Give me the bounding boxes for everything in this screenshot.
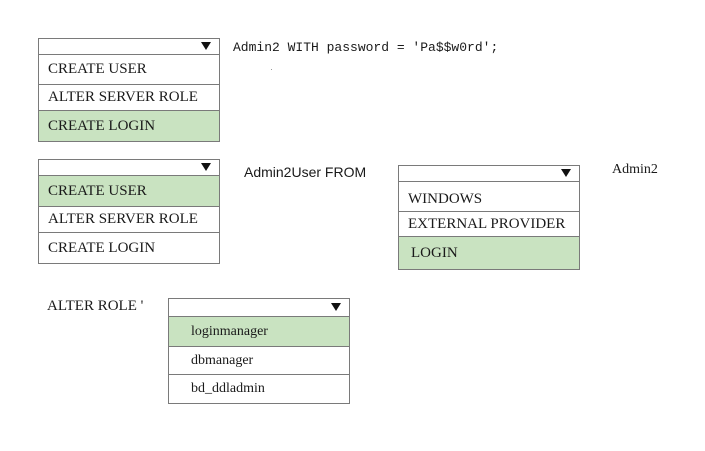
option-bd-ddladmin[interactable]: bd_ddladmin (191, 381, 265, 396)
option-alter-server-role[interactable]: ALTER SERVER ROLE (39, 85, 219, 111)
dropdown-header[interactable] (169, 299, 349, 317)
source-dropdown[interactable]: WINDOWS EXTERNAL PROVIDER LOGIN (398, 165, 580, 270)
code-text-password: Admin2 WITH password = 'Pa$$w0rd'; (233, 40, 499, 55)
role-dropdown[interactable]: loginmanager dbmanager bd_ddladmin (168, 298, 350, 404)
option-external-provider[interactable]: EXTERNAL PROVIDER (399, 212, 579, 237)
option-create-login[interactable]: CREATE LOGIN (48, 239, 156, 256)
chevron-down-icon[interactable] (331, 303, 341, 311)
chevron-down-icon[interactable] (201, 42, 211, 50)
option-loginmanager[interactable]: loginmanager (169, 317, 349, 347)
option-create-login[interactable]: CREATE LOGIN (39, 111, 219, 141)
trailing-text-admin2: Admin2 (612, 162, 658, 177)
dropdown-header[interactable] (39, 160, 219, 176)
option-dbmanager[interactable]: dbmanager (169, 347, 349, 375)
option-windows[interactable]: WINDOWS (399, 182, 579, 212)
option-alter-server-role[interactable]: ALTER SERVER ROLE (39, 207, 219, 233)
statement-dropdown-2[interactable]: CREATE USER ALTER SERVER ROLE CREATE LOG… (38, 159, 220, 264)
option-create-user[interactable]: CREATE USER (39, 176, 219, 207)
chevron-down-icon[interactable] (201, 163, 211, 171)
chevron-down-icon[interactable] (561, 169, 571, 177)
statement-dropdown-1[interactable]: CREATE USER ALTER SERVER ROLE CREATE LOG… (38, 38, 220, 142)
code-text-from: Admin2User FROM (244, 164, 367, 180)
alter-role-prefix: ALTER ROLE ' (47, 298, 144, 314)
option-login[interactable]: LOGIN (399, 237, 579, 269)
dropdown-header[interactable] (399, 166, 579, 182)
stray-dot (271, 69, 272, 70)
dropdown-header[interactable] (39, 39, 219, 55)
option-create-user[interactable]: CREATE USER (39, 55, 219, 85)
